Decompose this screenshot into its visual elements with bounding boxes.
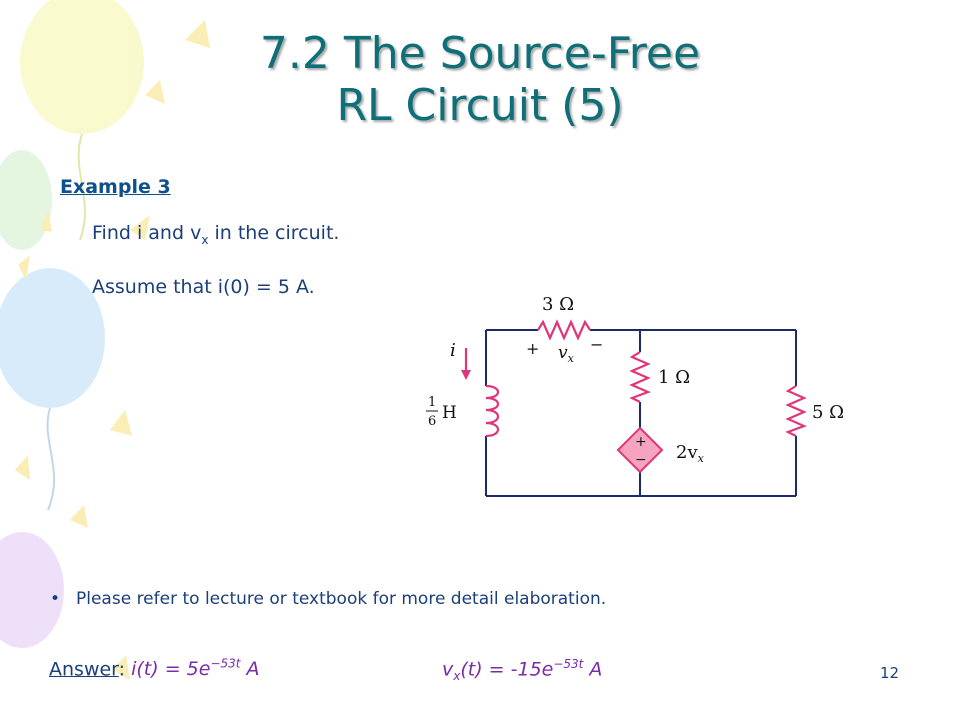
label-vx-sub: x (568, 352, 575, 365)
confetti-shape (40, 210, 52, 232)
bullet-note: • Please refer to lecture or textbook for… (50, 589, 606, 609)
label-inductor-num: 1 (428, 395, 436, 410)
label-1-ohm: 1 Ω (658, 367, 690, 388)
answer-v-sub: x (453, 669, 461, 684)
answer-line: Answer: i(t) = 5e−53t A (49, 657, 260, 680)
prompt-line-1-before: Find i and v (92, 222, 202, 244)
answer-i-exponent: −53t (210, 657, 241, 671)
inductor (485, 384, 500, 438)
prompt-line-2: Assume that i(0) = 5 A. (92, 276, 315, 298)
label-2vx-sub: x (698, 452, 705, 465)
current-arrow-head (461, 370, 471, 380)
answer-v-unit: A (583, 658, 603, 681)
resistor-1-ohm (629, 351, 651, 403)
title-line-2: RL Circuit (5) (336, 80, 624, 131)
source-plus: + (635, 434, 647, 450)
label-2vx: 2vx (676, 442, 705, 465)
confetti-shape (15, 455, 30, 480)
page-number: 12 (880, 664, 900, 682)
label-inductor-den: 6 (428, 414, 436, 429)
confetti-shape (70, 505, 88, 528)
title-line-1: 7.2 The Source-Free (259, 28, 701, 79)
label-vx: vx (558, 343, 575, 365)
label-vx-plus: + (526, 339, 539, 358)
slide-title: 7.2 The Source-Free RL Circuit (5) (150, 28, 810, 132)
answer-v-prefix: v (442, 658, 454, 681)
bullet-text: Please refer to lecture or textbook for … (76, 589, 607, 609)
answer-vx-equation: vx(t) = -15e−53t A (442, 657, 602, 683)
example-heading: Example 3 (60, 176, 171, 198)
confetti-shape (185, 20, 210, 48)
resistor-3-ohm (537, 319, 591, 341)
label-vx-minus: − (590, 335, 603, 354)
label-current-i: i (450, 340, 456, 361)
purple-balloon (0, 532, 64, 648)
yellow-balloon (20, 0, 144, 134)
confetti-shape (112, 655, 130, 680)
answer-label: Answer (49, 658, 119, 681)
prompt-line-1-after: in the circuit. (208, 222, 340, 244)
bullet-dot: • (50, 589, 61, 609)
confetti-shape (18, 255, 30, 280)
green-balloon (0, 150, 52, 250)
label-3-ohm: 3 Ω (542, 294, 574, 315)
blue-balloon (0, 268, 105, 408)
answer-i-equation: i(t) = 5e−53t A (131, 657, 260, 681)
confetti-shape (110, 410, 132, 436)
prompt-line-1: Find i and vx in the circuit. (92, 222, 339, 247)
confetti-shape (130, 215, 150, 240)
answer-i-prefix: i(t) = 5e (131, 658, 211, 681)
label-vx-v: v (558, 343, 568, 363)
confetti-shape (145, 80, 165, 104)
label-5-ohm: 5 Ω (812, 402, 844, 423)
answer-v-exponent: −53t (553, 657, 584, 671)
dependent-voltage-source (616, 426, 664, 474)
prompt-line-1-sub: x (201, 232, 209, 247)
label-2vx-main: 2v (676, 442, 698, 463)
answer-i-unit: A (240, 658, 260, 681)
label-inductor-unit: H (442, 403, 457, 423)
answer-colon: : (118, 658, 126, 681)
resistor-5-ohm (785, 385, 807, 437)
answer-v-mid: (t) = -15e (460, 658, 554, 681)
rl-circuit-diagram: + − 3 Ω + − vx i 1 6 H 1 Ω 5 Ω 2vx (426, 294, 844, 497)
source-minus: − (635, 452, 647, 468)
